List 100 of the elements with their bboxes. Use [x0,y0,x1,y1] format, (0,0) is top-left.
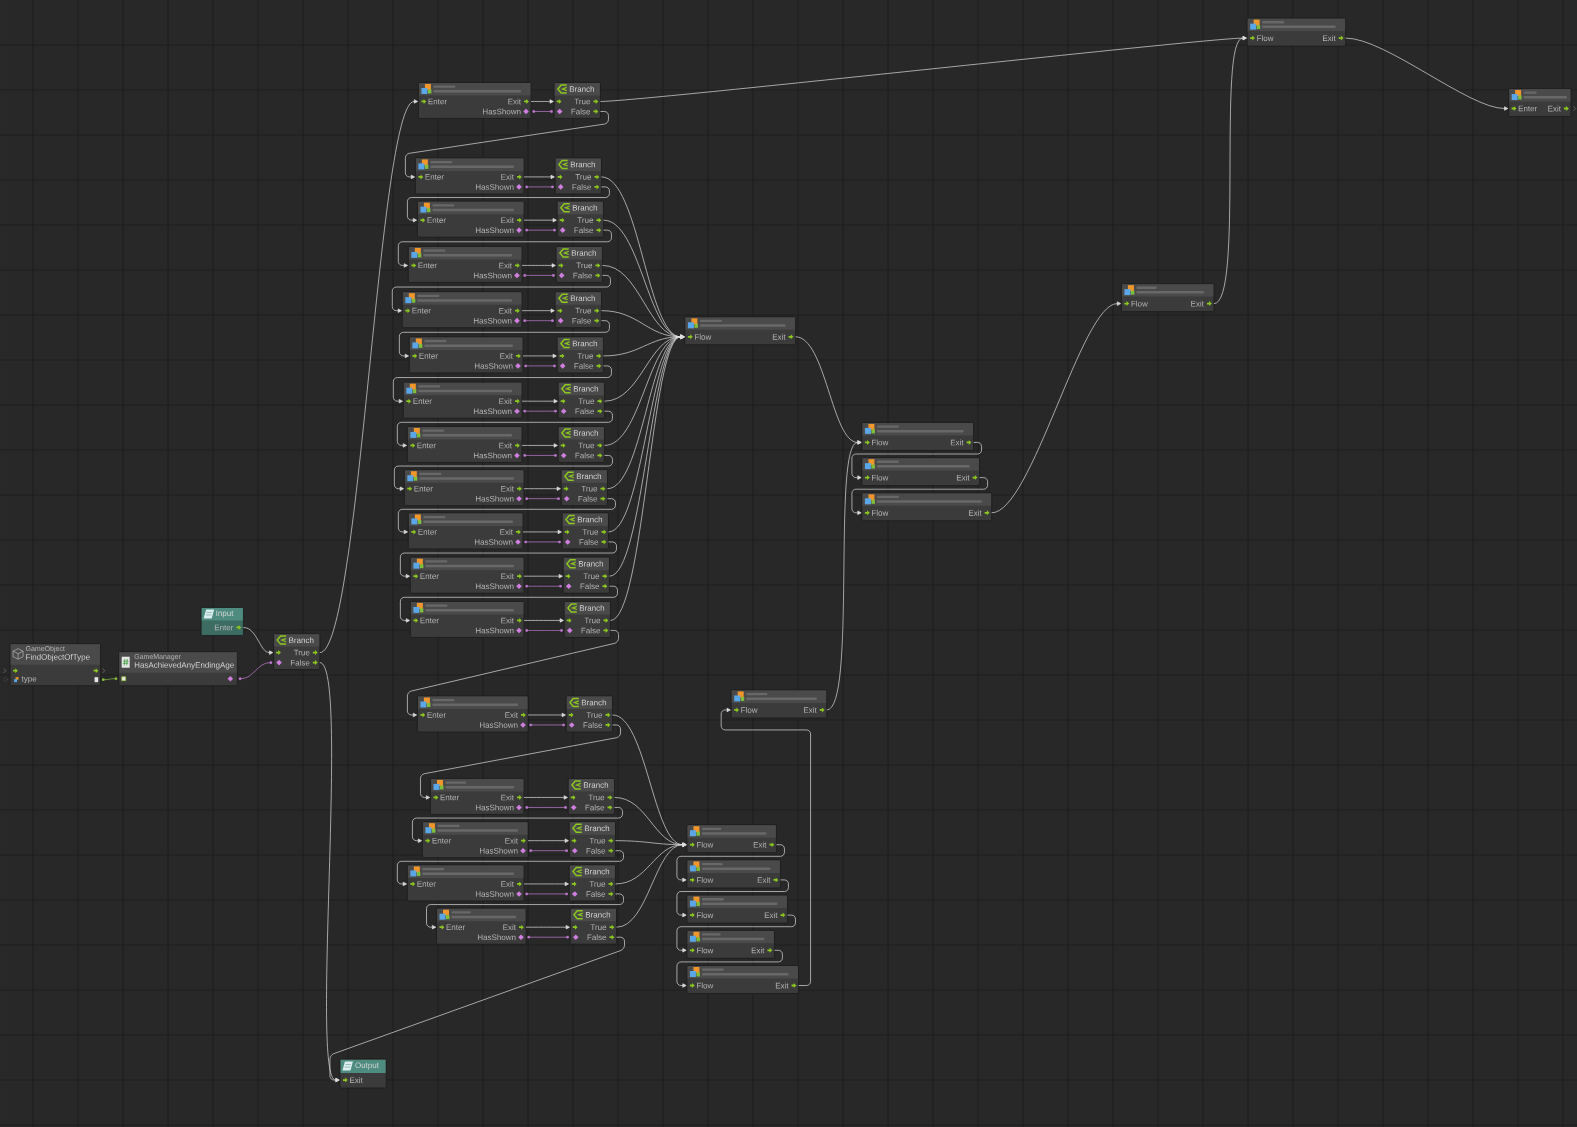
port-label: False [583,722,603,728]
port-label: Enter [417,442,436,449]
port-label: Exit [1323,35,1336,42]
port-label: Flow [872,439,889,446]
node-title: Branch [584,825,610,832]
graph-node [686,929,775,959]
node-title: Branch [570,295,595,302]
port-label: Exit [500,353,513,359]
graph-node [408,512,524,550]
branch-node [560,469,608,507]
graph-node [684,316,796,346]
port-label: Flow [697,947,714,954]
arrow [396,410,613,448]
graph-node [417,200,525,238]
graph-node [403,469,525,507]
port-label: HasShown [474,539,513,545]
port-label: Flow [872,509,889,516]
node-title: Branch [585,911,611,918]
port-label: Exit [1191,300,1204,307]
port-label: Exit [751,947,765,954]
arrow [527,712,566,718]
node-title: Branch [578,560,604,567]
arrow [851,442,982,480]
graph-node [686,824,777,854]
port-label: False [575,452,595,459]
port-label: Enter [427,712,446,718]
port-label: Exit [501,173,514,180]
data-line [525,892,568,896]
port-label: True [578,442,595,449]
port-label: Enter [420,573,439,579]
port-label: Flow [695,333,712,340]
port-label: Exit [350,1077,363,1083]
port-label: False [581,627,601,634]
arrow [676,949,783,988]
port-label: True [293,649,310,656]
port-label: Exit [950,439,964,446]
port-label: Enter [419,353,438,359]
arrow [426,893,624,930]
branch-node [565,695,613,733]
data-line [102,677,118,681]
port-label: Exit [503,924,516,931]
port-label: Enter [414,485,433,492]
port-label: Exit [499,307,512,314]
data-line [523,454,557,457]
arrow [521,443,558,448]
port-label: False [290,659,310,666]
node-title: Branch [579,605,605,611]
port-label: Flow [697,876,714,883]
graph-node [402,381,523,419]
port-label: HasShown [475,891,514,897]
graph-node [406,864,525,902]
port-label: Enter [420,617,439,624]
node-title: Branch [572,204,597,211]
arrow [521,399,558,404]
port-label: False [580,583,600,590]
graph-node [415,157,525,195]
port-label: Enter [1518,105,1538,112]
branch-node [567,778,615,815]
port-label: HasShown [473,408,512,415]
port-label: HasShown [475,183,514,190]
arrow [522,529,562,535]
arrow [523,174,555,179]
port-label: False [572,183,592,190]
port-label: Exit [757,876,771,883]
port-label: HasShown [474,363,513,369]
port-label: HasShown [475,804,514,811]
data-line [525,497,560,500]
output-node [339,1058,387,1089]
arrow [412,807,623,843]
data-line [523,319,554,322]
port-label: False [578,495,598,502]
port-label: Exit [500,529,513,535]
node-title: Branch [573,430,599,436]
port-label: HasShown [480,847,518,854]
port-label: Exit [505,837,518,844]
port-label: HasShown [483,108,521,115]
port-label: Exit [501,617,514,624]
port-label: False [574,363,594,369]
graph-node [1121,283,1215,312]
port-label: True [583,573,600,579]
arrow [398,498,616,535]
port-label: Flow [741,707,758,713]
branch-node [568,864,616,902]
port-label: True [589,837,606,844]
arrow [616,842,687,928]
data-line [525,585,562,588]
arrow [393,455,613,491]
node-title: Branch [572,340,597,347]
branch-node [557,426,605,463]
arrow [400,585,618,623]
branch-node [554,157,602,195]
arrow [1345,37,1509,111]
data-line [238,661,273,680]
port-label: False [586,891,606,897]
port-label: Flow [697,982,714,989]
data-line [532,110,553,113]
port-label: HasShown [475,227,514,234]
port-label: Enter [418,262,437,269]
graph-node [410,556,525,594]
data-line [525,228,556,232]
